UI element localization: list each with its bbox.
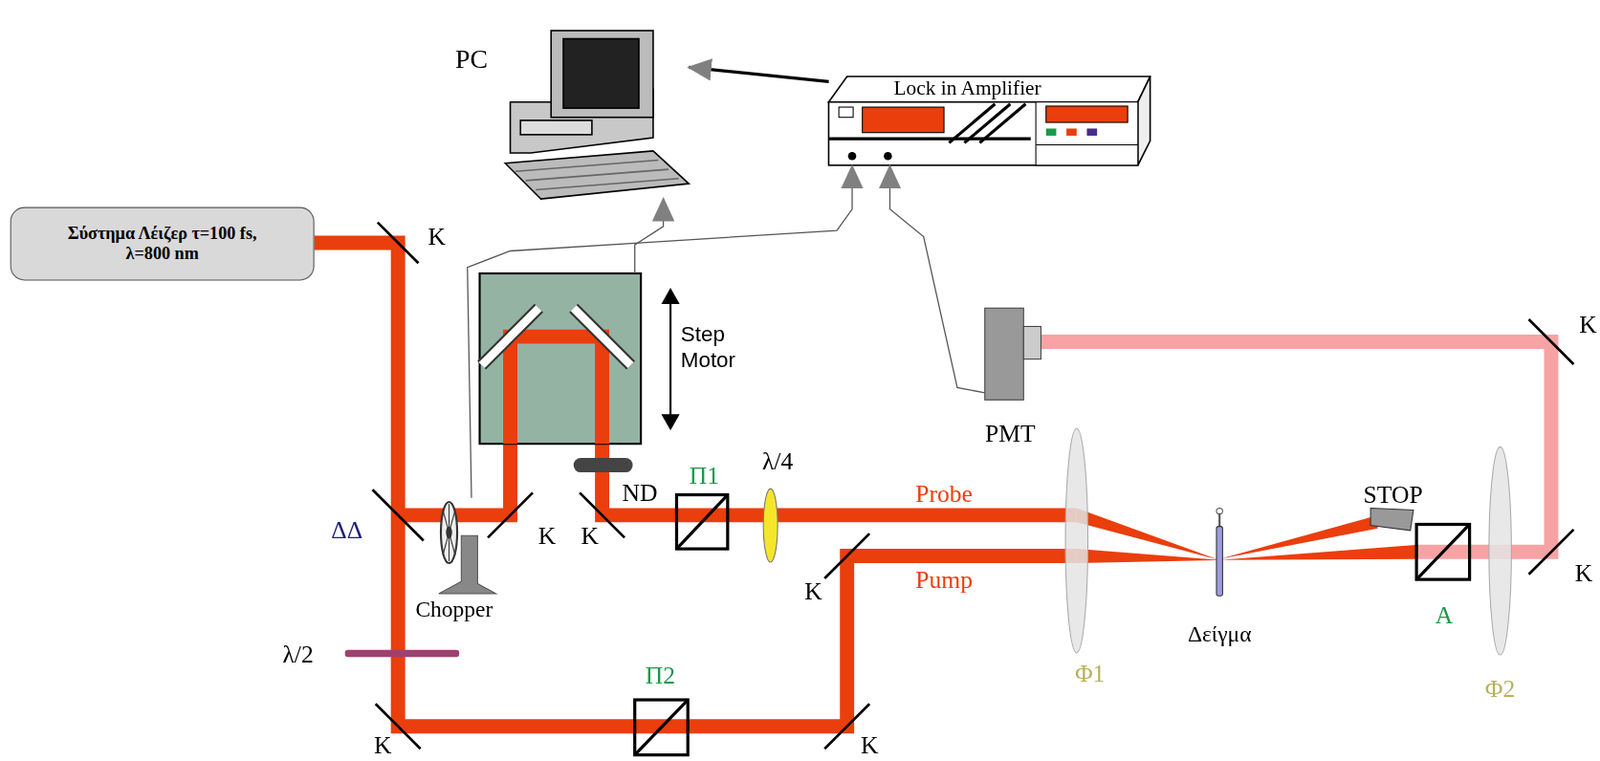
polarizer-cubes — [635, 495, 1470, 756]
part-label: K — [538, 523, 557, 548]
pc-symbol — [504, 30, 689, 199]
part-label: Δείγμα — [1187, 623, 1252, 646]
pmt-symbol — [985, 307, 1042, 400]
node-label: Σύστημα Λέιζερ τ=100 fs, λ=800 nm — [60, 222, 264, 265]
part-label: STOP — [1362, 482, 1423, 508]
node-label: Lock in Amplifier — [894, 75, 1042, 101]
part-label: A — [1435, 603, 1454, 629]
pump-out — [1219, 545, 1419, 561]
lens — [1065, 428, 1088, 654]
node-label: Step Motor — [680, 321, 753, 373]
stage-arrow — [660, 287, 680, 431]
beam-stop — [1370, 507, 1414, 530]
part-label: Φ1 — [1074, 660, 1106, 686]
part-label: λ/2 — [282, 641, 313, 667]
part-label: K — [373, 732, 393, 758]
part-label: λ/4 — [762, 449, 793, 475]
nd-filter — [573, 458, 634, 473]
pump-beam — [314, 242, 1077, 727]
pump-focus — [1076, 548, 1220, 564]
mirrors — [372, 222, 1574, 750]
computer: PC — [489, 30, 689, 199]
part-label: Π1 — [689, 462, 720, 488]
part-label: K — [427, 224, 446, 250]
signal-beam — [1040, 341, 1552, 552]
signal-cable — [635, 198, 664, 274]
node-label: PMT — [985, 418, 1036, 449]
part-label: K — [1575, 561, 1594, 587]
part-label: Probe — [915, 482, 973, 507]
stage-beam — [510, 336, 603, 444]
part-label: Φ2 — [1485, 676, 1516, 702]
quarter-wave-plate — [763, 488, 778, 563]
node-label: PC — [455, 43, 488, 75]
chopper: Chopper — [403, 498, 506, 625]
part-label: Pump — [915, 567, 973, 592]
lens — [1489, 446, 1512, 656]
part-label: K — [860, 732, 879, 758]
part-label: K — [804, 579, 823, 605]
laser-box: Σύστημα Λέιζερ τ=100 fs, λ=800 nm — [10, 207, 315, 282]
step-motor-stage: Step Motor — [480, 273, 642, 444]
sample-cell — [1216, 507, 1223, 596]
part-label: K — [1578, 312, 1598, 338]
signal-cable — [688, 66, 829, 82]
signal-cable — [467, 166, 853, 499]
stage-mirrors — [482, 307, 632, 366]
chopper-symbol — [438, 502, 497, 594]
part-label: K — [581, 523, 600, 548]
lock-in-amplifier: Lock in Amplifier — [828, 76, 1151, 167]
part-label: Π2 — [645, 663, 676, 689]
delay-stage — [480, 273, 642, 444]
node-label: Chopper — [415, 596, 493, 624]
part-label: ΔΔ — [330, 518, 363, 544]
signal-cable — [890, 166, 986, 394]
part-label: ND — [622, 481, 658, 506]
half-wave-plate — [345, 650, 461, 658]
pmt: PMT — [985, 306, 1045, 403]
